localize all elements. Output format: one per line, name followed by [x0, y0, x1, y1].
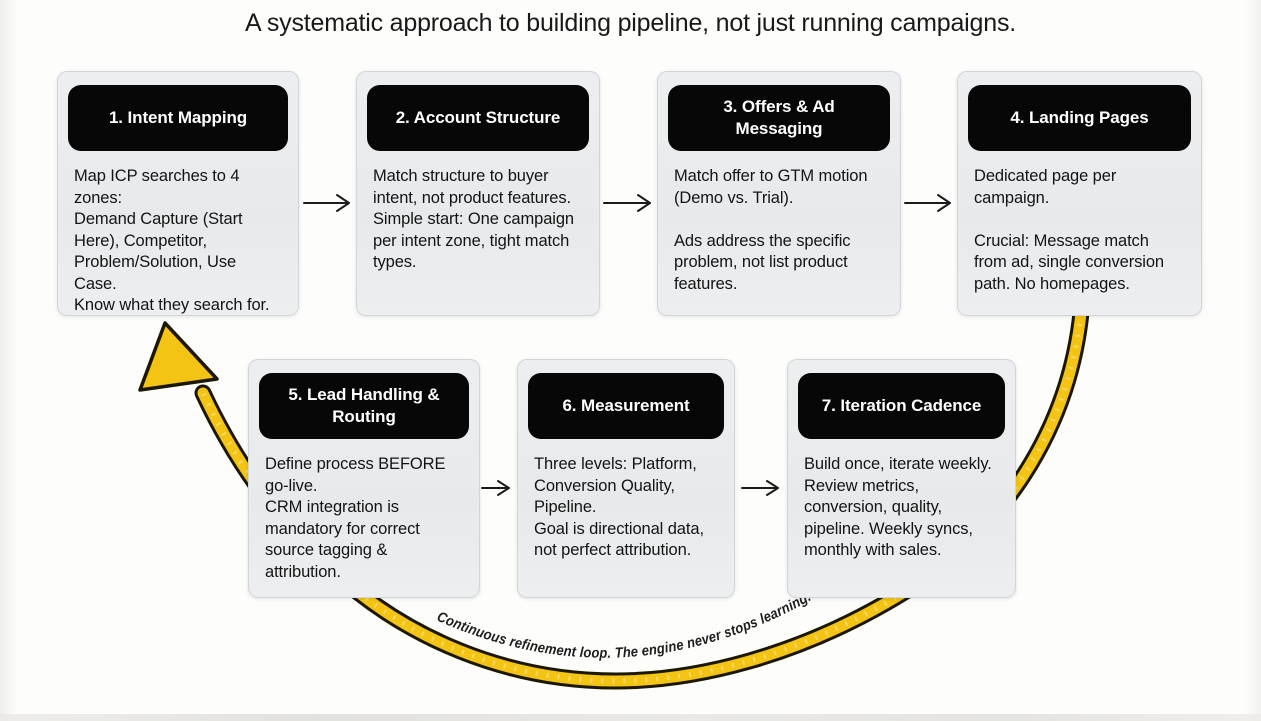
step-card-lead-handling-routing: 5. Lead Handling & Routing Define proces…: [248, 359, 480, 598]
step-header-6: 6. Measurement: [528, 373, 724, 439]
step-header-5: 5. Lead Handling & Routing: [259, 373, 469, 439]
flow-arrow-icon-5-6: [481, 480, 510, 496]
flow-arrow-icon-1-2: [303, 194, 350, 212]
step-title-2: 2. Account Structure: [395, 107, 561, 127]
step-title-4: 4. Landing Pages: [1010, 107, 1149, 127]
step-body-1: Map ICP searches to 4 zones: Demand Capt…: [74, 167, 270, 314]
step-title-3: 3. Offers & Ad Messaging: [723, 96, 835, 138]
step-title-1: 1. Intent Mapping: [108, 107, 248, 127]
step-body-2: Match structure to buyer intent, not pro…: [373, 167, 574, 271]
step-header-3: 3. Offers & Ad Messaging: [668, 85, 890, 151]
step-card-landing-pages: 4. Landing Pages Dedicated page per camp…: [957, 71, 1202, 316]
flow-arrow-icon-3-4: [904, 194, 951, 212]
step-body-5: Define process BEFORE go-live. CRM integ…: [265, 455, 446, 581]
step-card-account-structure: 2. Account Structure Match structure to …: [356, 71, 600, 316]
step-card-iteration-cadence: 7. Iteration Cadence Build once, iterate…: [787, 359, 1016, 598]
loop-arrowhead-icon: [138, 321, 219, 392]
step-body-3: Match offer to GTM motion (Demo vs. Tria…: [674, 167, 868, 293]
step-title-6: 6. Measurement: [562, 395, 690, 415]
step-body-4: Dedicated page per campaign. Crucial: Me…: [974, 167, 1164, 293]
flow-arrow-icon-6-7: [741, 480, 779, 496]
step-card-measurement: 6. Measurement Three levels: Platform, C…: [517, 359, 735, 598]
step-header-7: 7. Iteration Cadence: [798, 373, 1005, 439]
step-card-intent-mapping: 1. Intent Mapping Map ICP searches to 4 …: [57, 71, 299, 316]
step-header-2: 2. Account Structure: [367, 85, 589, 151]
step-header-4: 4. Landing Pages: [968, 85, 1191, 151]
step-title-7: 7. Iteration Cadence: [821, 395, 982, 415]
step-card-offers-ad-messaging: 3. Offers & Ad Messaging Match offer to …: [657, 71, 901, 316]
step-header-1: 1. Intent Mapping: [68, 85, 288, 151]
photo-bottom-edge: [0, 714, 1261, 721]
step-body-7: Build once, iterate weekly. Review metri…: [804, 455, 992, 559]
step-title-5: 5. Lead Handling & Routing: [288, 384, 440, 426]
flow-arrow-icon-2-3: [603, 194, 651, 212]
page-title: A systematic approach to building pipeli…: [245, 9, 1016, 37]
step-body-6: Three levels: Platform, Conversion Quali…: [534, 455, 704, 559]
